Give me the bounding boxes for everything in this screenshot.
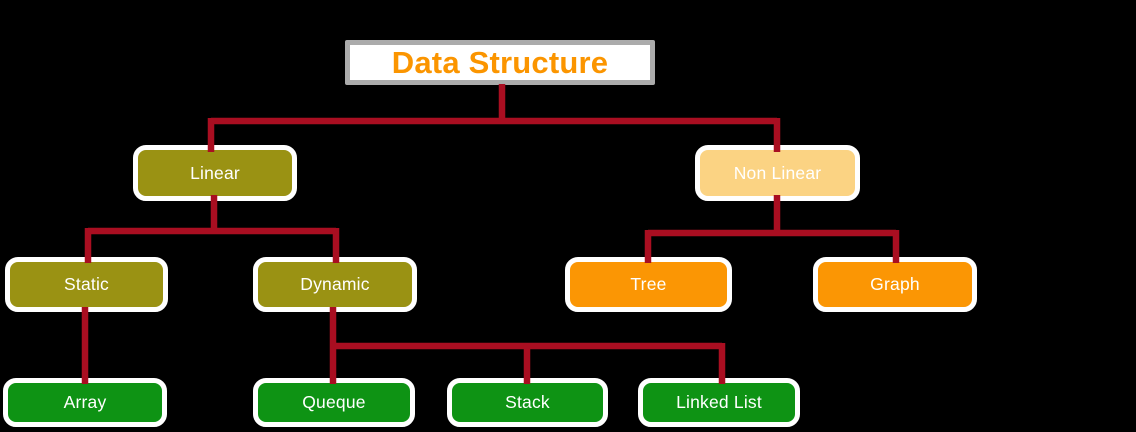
node-linked-list: Linked List xyxy=(638,378,800,427)
node-linear: Linear xyxy=(133,145,297,201)
node-static: Static xyxy=(5,257,168,312)
node-data-structure: Data Structure xyxy=(345,40,655,85)
node-array: Array xyxy=(3,378,167,427)
node-graph: Graph xyxy=(813,257,977,312)
node-tree: Tree xyxy=(565,257,732,312)
node-stack: Stack xyxy=(447,378,608,427)
node-queque: Queque xyxy=(253,378,415,427)
node-dynamic: Dynamic xyxy=(253,257,417,312)
node-non-linear: Non Linear xyxy=(695,145,860,201)
